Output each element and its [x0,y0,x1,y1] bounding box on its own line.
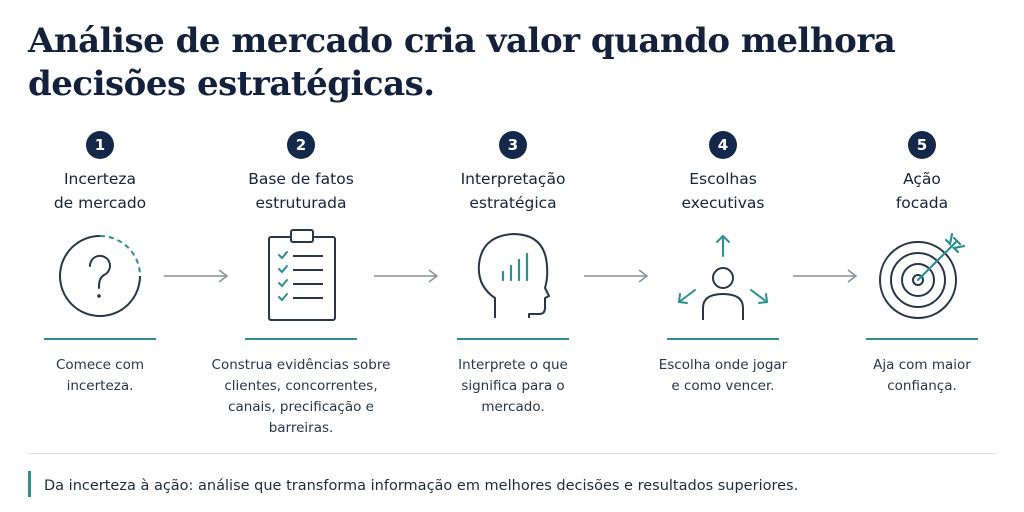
page-title: Análise de mercado cria valor quando mel… [28,21,896,104]
step-number-badge: 1 [86,131,114,159]
footer-divider [28,453,996,454]
step-number-badge: 3 [499,131,527,159]
target-arrow-icon [879,232,966,319]
footer-accent-bar [28,471,31,497]
question-circle-icon [59,235,141,317]
arrow-right-icon [584,269,649,283]
person-directions-icon [677,234,769,320]
step-number-badge: 5 [908,131,936,159]
step-divider [245,338,357,340]
step-number-badge: 4 [709,131,737,159]
step-divider [866,338,978,340]
arrow-right-icon [374,269,439,283]
step-divider [667,338,779,340]
step-divider [457,338,569,340]
step-divider [44,338,156,340]
arrow-right-icon [793,269,858,283]
footer-summary: Da incerteza à ação: análise que transfo… [44,478,799,494]
arrow-right-icon [164,269,229,283]
clipboard-checklist-icon [268,229,336,321]
head-chart-icon [477,233,550,318]
step-number-badge: 2 [287,131,315,159]
